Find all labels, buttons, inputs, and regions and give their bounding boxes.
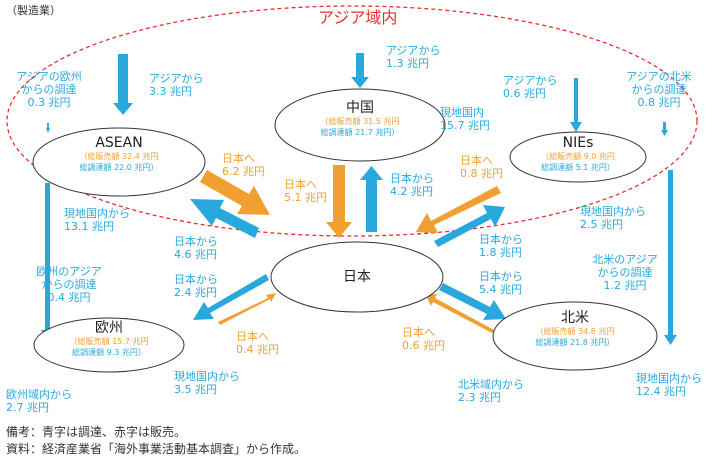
- nies-sales-total: （総販売額 9.0 兆円: [541, 152, 615, 161]
- flow-label-eu-from-japan: 日本から 2.4 兆円: [174, 273, 218, 299]
- flow-label-nies-from-japan: 日本から 1.8 兆円: [479, 233, 523, 259]
- arrow-asia-to-asean: [113, 54, 133, 115]
- flow-label-na-from-asia-mid: 北米のアジア からの調達 1.2 兆円: [592, 253, 658, 292]
- flow-label-asean-local: 現地国内から 13.1 兆円: [64, 207, 130, 233]
- europe-sales-total: （総販売額 15.7 兆円: [69, 337, 149, 346]
- japan-label-group: 日本: [317, 269, 397, 285]
- nies-node: [509, 131, 647, 183]
- europe-procure-total: 総調達額 9.3 兆円）: [72, 348, 146, 357]
- asean-sales-total: （総販売額 32.4 兆円: [79, 152, 159, 161]
- asean-procure-total: 総調達額 22.0 兆円）: [79, 163, 159, 172]
- flow-label-nies-to-japan: 日本へ 0.8 兆円: [460, 154, 503, 180]
- europe-label-group: 欧州 （総販売額 15.7 兆円 総調達額 9.3 兆円）: [59, 320, 159, 358]
- nies-name: NIEs: [562, 135, 594, 151]
- europe-name: 欧州: [95, 320, 123, 336]
- flow-label-eu-from-asia-mid: 欧州のアジア からの調達 0.4 兆円: [36, 265, 102, 304]
- flow-label-china-local: 現地国内 15.7 兆円: [440, 106, 490, 132]
- arrow-asia-to-europe-top: [46, 123, 50, 133]
- flow-label-asean-from-japan: 日本から 4.6 兆円: [174, 235, 218, 261]
- europe-node: [33, 317, 185, 373]
- flow-label-na-to-japan: 日本へ 0.6 兆円: [402, 326, 445, 352]
- arrow-asia-to-namerica-top: [661, 122, 668, 136]
- china-procure-total: 総調達額 21.7 兆円）: [320, 128, 400, 137]
- japan-name: 日本: [343, 269, 371, 285]
- nies-procure-total: 総調達額 5.1 兆円）: [541, 163, 615, 172]
- asean-name: ASEAN: [95, 135, 143, 151]
- arrow-namerica-to-japan: [426, 294, 494, 333]
- industry-note: （製造業）: [6, 4, 61, 17]
- flow-label-na-from-asia-top: アジアの北米 からの調達 0.8 兆円: [626, 70, 692, 109]
- china-label-group: 中国 （総販売額 31.5 兆円 総調達額 21.7 兆円）: [310, 100, 410, 138]
- flow-label-nies-local: 現地国内から 2.5 兆円: [580, 205, 646, 231]
- flow-label-eu-to-japan: 日本へ 0.4 兆円: [236, 330, 279, 356]
- arrow-asia-to-namerica: [664, 170, 677, 345]
- china-node: [274, 88, 446, 162]
- china-sales-total: （総販売額 31.5 兆円: [320, 117, 400, 126]
- footer-note-source: 資料：経済産業省「海外事業活動基本調査」から作成。: [6, 442, 307, 456]
- asia-region-boundary: [6, 5, 698, 237]
- china-name: 中国: [346, 100, 374, 116]
- namerica-label-group: 北米 （総販売額 34.8 兆円 総調達額 21.8 兆円）: [525, 310, 625, 348]
- arrow-japan-to-namerica: [439, 283, 506, 320]
- arrow-china-to-japan: [326, 165, 352, 238]
- namerica-name: 北米: [561, 310, 589, 326]
- flow-label-eu-from-asia-top: アジアの欧州 からの調達 0.3 兆円: [16, 70, 82, 109]
- asia-region-label: アジア域内: [318, 8, 398, 27]
- flow-label-asean-from-asia: アジアから 3.3 兆円: [149, 72, 204, 98]
- nies-label-group: NIEs （総販売額 9.0 兆円 総調達額 5.1 兆円）: [528, 135, 628, 173]
- flow-label-na-local: 北米域内から 2.3 兆円: [458, 378, 524, 404]
- namerica-sales-total: （総販売額 34.8 兆円: [535, 327, 615, 336]
- arrow-japan-to-nies: [434, 205, 505, 247]
- flow-label-na-from-japan: 日本から 5.4 兆円: [479, 270, 523, 296]
- footer-note-legend: 備考：青字は調達、赤字は販売。: [6, 425, 187, 439]
- arrow-japan-to-europe: [193, 274, 269, 320]
- arrow-asia-to-nies: [570, 78, 582, 132]
- arrow-asia-to-china: [351, 53, 369, 88]
- arrow-nies-to-japan: [416, 186, 501, 233]
- arrow-japan-to-asean: [190, 199, 259, 238]
- flow-label-eu-local-right: 現地国内から 3.5 兆円: [174, 370, 240, 396]
- flow-label-nies-from-asia: アジアから 0.6 兆円: [503, 74, 558, 100]
- asean-label-group: ASEAN （総販売額 32.4 兆円 総調達額 22.0 兆円）: [69, 135, 169, 173]
- flow-label-eu-local: 欧州域内から 2.7 兆円: [6, 388, 72, 414]
- arrow-asean-to-japan: [200, 170, 270, 215]
- flow-label-na-local-right: 現地国内から 12.4 兆円: [636, 372, 702, 398]
- arrow-asia-to-europe: [41, 183, 54, 340]
- flow-label-china-from-japan: 日本から 4.2 兆円: [390, 172, 434, 198]
- namerica-node: [492, 301, 658, 371]
- japan-node: [270, 241, 444, 313]
- arrow-europe-to-japan: [218, 293, 276, 325]
- flow-label-china-to-japan: 日本へ 5.1 兆円: [284, 178, 327, 204]
- namerica-procure-total: 総調達額 21.8 兆円）: [535, 338, 615, 347]
- arrow-japan-to-china: [360, 166, 383, 232]
- asean-node: [32, 127, 206, 197]
- flow-label-asean-to-japan: 日本へ 6.2 兆円: [222, 152, 265, 178]
- flow-label-china-from-asia: アジアから 1.3 兆円: [386, 44, 441, 70]
